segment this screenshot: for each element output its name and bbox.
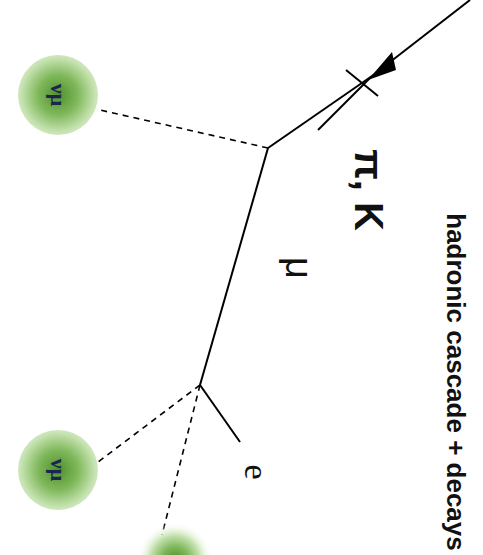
neutrino-circle: νμ [18, 430, 98, 510]
neutrino-track [98, 385, 200, 462]
neutrino-label: νμ [45, 459, 71, 481]
neutrino-glow [137, 522, 213, 555]
neutrino-circle: νμ [18, 55, 98, 135]
particle-label: e [237, 464, 275, 479]
pion-track [268, 76, 372, 148]
neutrino-track [100, 110, 268, 148]
electron-track [200, 385, 240, 442]
neutrino-track [162, 385, 200, 535]
particle-label: π, K [346, 149, 391, 231]
neutrino-label: νμ [45, 84, 71, 106]
arrowhead [368, 52, 396, 80]
diagram-title: hadronic cascade + decays [440, 213, 471, 550]
particle-label: μ [277, 257, 320, 279]
muon-track [200, 148, 268, 385]
particle-tracks [200, 0, 470, 442]
